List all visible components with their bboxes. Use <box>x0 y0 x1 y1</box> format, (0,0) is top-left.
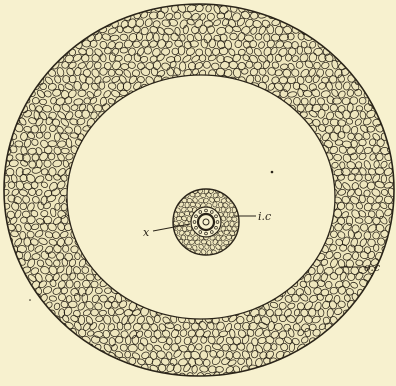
cell <box>203 75 214 84</box>
cell <box>195 75 204 82</box>
label-inner-cortex: i.c <box>258 210 271 223</box>
cell <box>187 76 196 83</box>
cell <box>179 76 189 84</box>
pith-center <box>203 219 209 225</box>
paper-speck <box>29 299 31 301</box>
cell <box>325 210 333 218</box>
central-stele <box>169 187 241 256</box>
cell <box>243 83 250 91</box>
label-outer-cortex: o.c <box>364 261 380 274</box>
cell <box>182 308 191 318</box>
cell <box>69 175 76 183</box>
cell <box>82 139 92 149</box>
cell <box>138 5 143 12</box>
cell <box>165 308 174 316</box>
cell <box>280 103 287 112</box>
paper-speck <box>271 171 274 174</box>
label-xylem: x <box>143 226 150 239</box>
cell <box>326 195 335 205</box>
